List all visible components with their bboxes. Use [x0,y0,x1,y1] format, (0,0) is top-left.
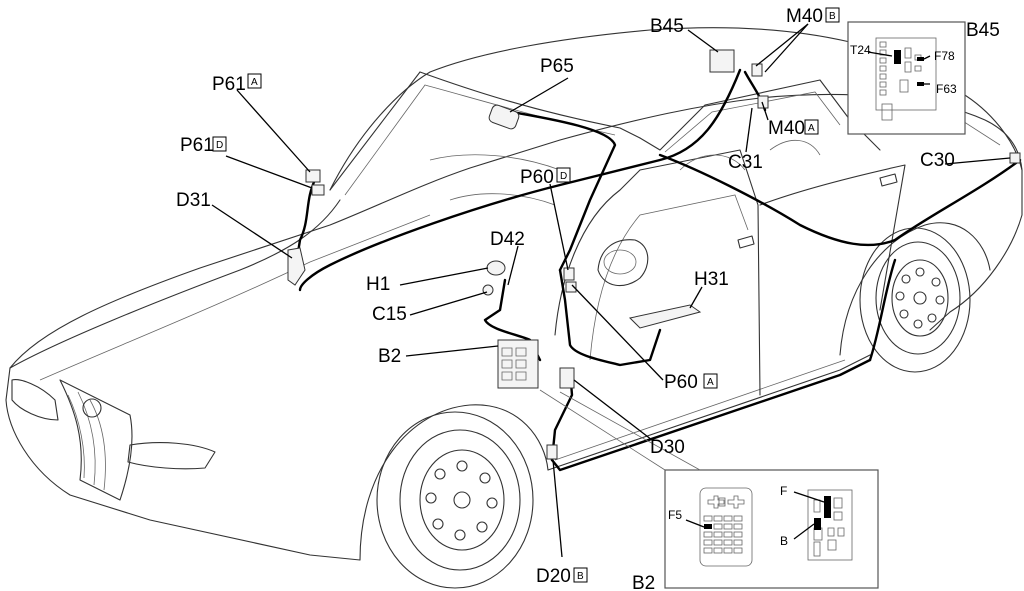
component-c15 [482,284,494,296]
connector-d30 [559,367,575,389]
label-h31: H31 [694,269,729,290]
label-f: F [780,484,787,498]
fusebox-b2 [497,339,539,389]
label-c15: C15 [372,304,407,325]
fuse-f5-marker [704,524,712,529]
label-p65: P65 [540,56,574,77]
label-p61a: P61 [212,74,246,95]
label-p60d: P60 [520,167,554,188]
inset-b45 [847,21,966,135]
label-p60a: P60 [664,372,698,393]
component-h31 [628,304,702,329]
fuse-t24-marker [894,50,901,64]
label-c30: C30 [920,150,955,171]
label-b2: B2 [378,346,401,367]
fuse-f-marker [824,496,831,518]
leader-lines [211,23,1011,558]
connector-d20b [546,444,558,460]
label-f78: F78 [934,49,955,63]
connector-p60a [565,281,577,293]
connector-p60d [563,267,575,281]
label-m40a: M40 [768,118,805,139]
component-b45 [709,49,735,73]
rear-view-mirror [488,104,520,130]
car-body [5,27,1023,589]
component-c30 [1009,152,1021,164]
label-b45-top: B45 [650,16,684,37]
label-f63: F63 [936,82,957,96]
fuse-f78-marker [917,57,924,61]
label-p60d-box: D [560,171,567,182]
label-d20b-box: B [577,571,584,582]
label-b2-inset: B2 [632,573,655,591]
label-m40b: M40 [786,6,823,27]
label-p61d-box: D [216,140,223,151]
label-f5: F5 [668,508,682,522]
components [287,49,1021,460]
label-b45-inset: B45 [966,20,1000,41]
connector-m40a [757,95,769,109]
inset-b2 [664,469,879,589]
label-d42: D42 [490,229,525,250]
label-d31: D31 [176,190,211,211]
label-t24: T24 [850,43,871,57]
label-d20b: D20 [536,566,571,587]
fuse-f63-marker [917,82,924,86]
connector-m40b [751,63,763,77]
connector-p61d [311,184,325,196]
label-m40b-box: B [829,11,836,22]
label-m40a-box: A [808,123,815,134]
component-h1 [486,260,506,276]
fuse-b-marker [814,518,821,530]
label-p61d: P61 [180,135,214,156]
label-h1: H1 [366,274,390,295]
labels: B45 M40 B B45 T24 F78 F63 P65 P61 A P61 … [176,6,1000,591]
label-c31: C31 [728,152,763,173]
label-p60a-box: A [707,377,714,388]
connector-p61a [305,169,321,183]
label-p61a-box: A [251,77,258,88]
label-b: B [780,534,788,548]
label-d30: D30 [650,437,685,458]
speaker-d31 [287,247,306,286]
